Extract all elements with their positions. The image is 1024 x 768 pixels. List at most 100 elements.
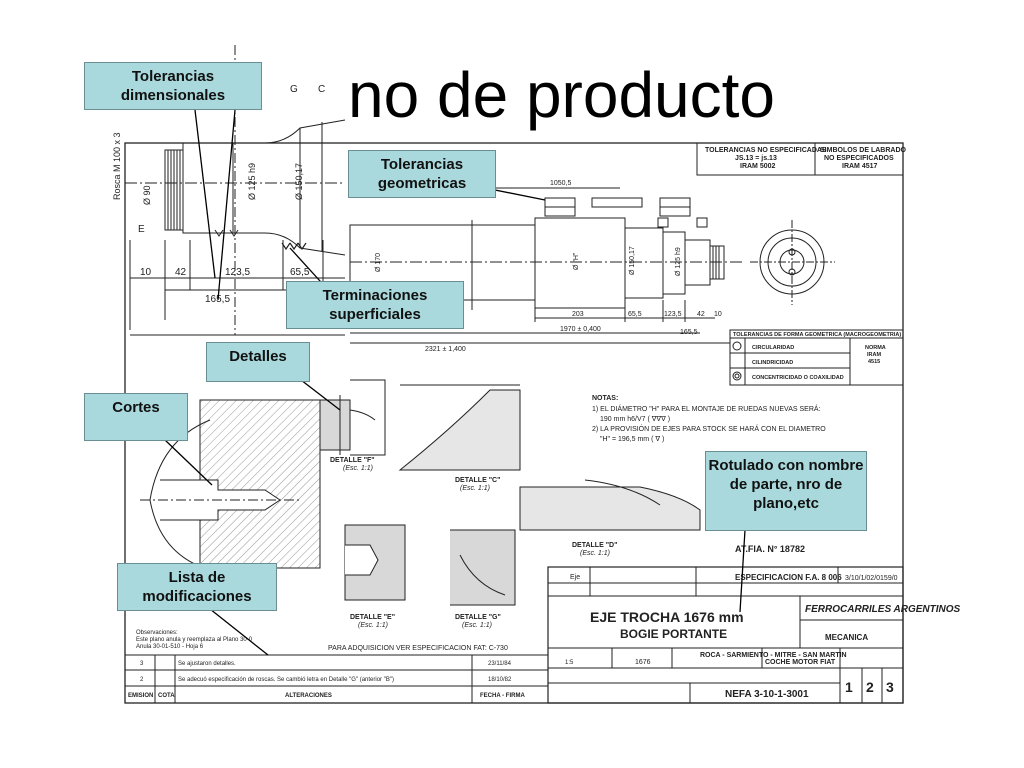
rev-1-n: 2 xyxy=(140,677,144,683)
end-view xyxy=(750,220,835,305)
svg-text:Ø 150,17: Ø 150,17 xyxy=(629,246,636,275)
tolerance-table xyxy=(696,142,904,176)
top-dim-1: 42 xyxy=(175,267,187,278)
geo-table-title: TOLERANCIAS DE FORMA GEOMETRICA (MACROGE… xyxy=(733,332,901,338)
top-dim-2: 123,5 xyxy=(225,267,250,278)
callout-cuts: Cortes xyxy=(84,393,188,441)
section-letter-0: G xyxy=(290,84,298,95)
svg-text:Ø "H": Ø "H" xyxy=(573,252,580,270)
detail-d-scale: (Esc. 1:1) xyxy=(580,550,610,557)
tol-col1-2: IRAM 5002 xyxy=(740,163,776,170)
callout-modifications-list: Lista de modificaciones xyxy=(117,563,277,611)
rev-0-text: Se ajustaron detalles. xyxy=(178,661,236,667)
main-dim-4: 65,5 xyxy=(628,311,642,318)
detail-d-drawing xyxy=(519,479,701,531)
callout-dimensional-tolerances: Tolerancias dimensionales xyxy=(84,62,262,110)
tol-col1-0: TOLERANCIAS NO ESPECIFICADAS xyxy=(705,147,827,154)
rev-1-text: Se adecuó especificación de roscas. Se c… xyxy=(178,677,394,683)
geo-side-2: 4515 xyxy=(868,359,880,365)
tb-sheet-1: 2 xyxy=(866,679,874,695)
geo-side-1: IRAM xyxy=(867,352,881,358)
detail-c-drawing xyxy=(398,384,521,471)
main-dim-3: 203 xyxy=(572,311,584,318)
detail-g-drawing xyxy=(450,529,516,606)
section-letter-2: E xyxy=(138,224,145,235)
tol-col2-2: IRAM 4517 xyxy=(842,163,878,170)
svg-text:Ø 150,17: Ø 150,17 xyxy=(294,163,304,200)
svg-text:Ø 170: Ø 170 xyxy=(375,253,382,272)
callout-surface-finishes: Terminaciones superficiales xyxy=(286,281,464,329)
callout-title-block-labeling: Rotulado con nombre de parte, nro de pla… xyxy=(705,451,867,531)
main-dim-5: 123,5 xyxy=(664,311,682,318)
tol-col2-1: NO ESPECIFICADOS xyxy=(824,155,894,162)
tol-col2-0: SIMBOLOS DE LABRADO xyxy=(820,147,907,154)
tb-sheet-0: 1 xyxy=(845,679,853,695)
tb-plan-no: NEFA 3-10-1-3001 xyxy=(725,689,809,700)
svg-text:Ø 90: Ø 90 xyxy=(142,185,152,205)
svg-text:Ø 125 h9: Ø 125 h9 xyxy=(675,247,682,276)
tb-area: MECANICA xyxy=(825,633,868,642)
revision-table xyxy=(125,654,548,703)
tb-name1: EJE TROCHA 1676 mm xyxy=(590,609,744,625)
note-2: 190 mm h6/V7 ( ∇∇∇ ) xyxy=(600,415,670,423)
rev-header-2: ALTERACIONES xyxy=(285,693,332,699)
obs-2: Anula 30-01-510 - Hoja 6 xyxy=(136,644,204,650)
rev-1-date: 18/10/82 xyxy=(488,677,512,683)
main-dim-2: 2321 ± 1,400 xyxy=(425,346,466,353)
main-dim-0: 1050,5 xyxy=(550,180,572,187)
main-dim-6: 42 xyxy=(697,311,705,318)
note-0: NOTAS: xyxy=(592,395,618,402)
tb-scale: 1:5 xyxy=(565,660,574,666)
note-1: 1) EL DIÁMETRO "H" PARA EL MONTAJE DE RU… xyxy=(592,404,821,413)
detail-f-title: DETALLE "F" xyxy=(330,457,375,464)
tb-use: COCHE MOTOR FIAT xyxy=(765,659,836,666)
detail-e-drawing xyxy=(344,524,406,601)
rev-0-n: 3 xyxy=(140,661,144,667)
tb-sheet-2: 3 xyxy=(886,679,894,695)
tb-part: Eje xyxy=(570,574,580,581)
purchase-note: PARA ADQUISICION VER ESPECIFICACION FAT:… xyxy=(328,645,508,652)
detail-e-title: DETALLE "E" xyxy=(350,614,395,621)
main-dim-7: 10 xyxy=(714,311,722,318)
detail-c-title: DETALLE "C" xyxy=(455,477,500,484)
callout-details: Detalles xyxy=(206,342,310,382)
tb-name2: BOGIE PORTANTE xyxy=(620,627,727,641)
rev-header-0: EMISION xyxy=(128,693,153,699)
tb-plan-ref: 3/10/1/02/0159/0 xyxy=(845,575,898,582)
tb-gauge: 1676 xyxy=(635,659,651,666)
geo-row-0: CIRCULARIDAD xyxy=(752,345,794,351)
geo-row-1: CILINDRICIDAD xyxy=(752,360,793,366)
rev-header-3: FECHA - FIRMA xyxy=(480,693,525,699)
detail-f-drawing xyxy=(319,379,386,456)
svg-text:Ø 125 h9: Ø 125 h9 xyxy=(247,163,257,200)
detail-f-scale: (Esc. 1:1) xyxy=(343,465,373,472)
tb-fat: AT.FIA. N° 18782 xyxy=(735,544,805,554)
geo-row-2: CONCENTRICIDAD O COAXILIDAD xyxy=(752,375,844,381)
tb-lines: ROCA - SARMIENTO - MITRE - SAN MARTIN xyxy=(700,652,847,659)
note-4: "H" = 196,5 mm ( ∇ ) xyxy=(600,435,664,443)
tol-col1-1: JS.13 = js.13 xyxy=(735,155,777,162)
top-dim-3: 65,5 xyxy=(290,267,310,278)
rev-header-1: COTA xyxy=(158,693,175,699)
thread-label: Rosca M 100 x 3 xyxy=(112,132,122,200)
obs-1: Este plano anula y reemplaza al Plano 30… xyxy=(136,637,253,643)
main-dim-8: 165,5 xyxy=(680,329,698,336)
geometric-tolerance-table xyxy=(729,329,904,386)
top-dim-0: 10 xyxy=(140,267,152,278)
note-3: 2) LA PROVISIÓN DE EJES PARA STOCK SE HA… xyxy=(592,424,826,433)
tb-spec: ESPECIFICACION F.A. 8 006 xyxy=(735,573,842,582)
detail-c-scale: (Esc. 1:1) xyxy=(460,485,490,492)
section-letter-1: C xyxy=(318,84,325,95)
page-title: no de producto xyxy=(348,59,775,131)
detail-e-scale: (Esc. 1:1) xyxy=(358,622,388,629)
detail-g-scale: (Esc. 1:1) xyxy=(462,622,492,629)
rev-0-date: 23/11/84 xyxy=(488,661,512,667)
title-block-frame xyxy=(547,566,904,704)
detail-g-title: DETALLE "G" xyxy=(455,614,501,621)
callout-geometric-tolerances: Tolerancias geometricas xyxy=(348,150,496,198)
geo-side-0: NORMA xyxy=(865,345,886,351)
detail-d-title: DETALLE "D" xyxy=(572,542,617,549)
obs-0: Observaciones: xyxy=(136,630,178,636)
main-dim-1: 1970 ± 0,400 xyxy=(560,326,601,333)
tb-company: FERROCARRILES ARGENTINOS xyxy=(805,604,961,615)
